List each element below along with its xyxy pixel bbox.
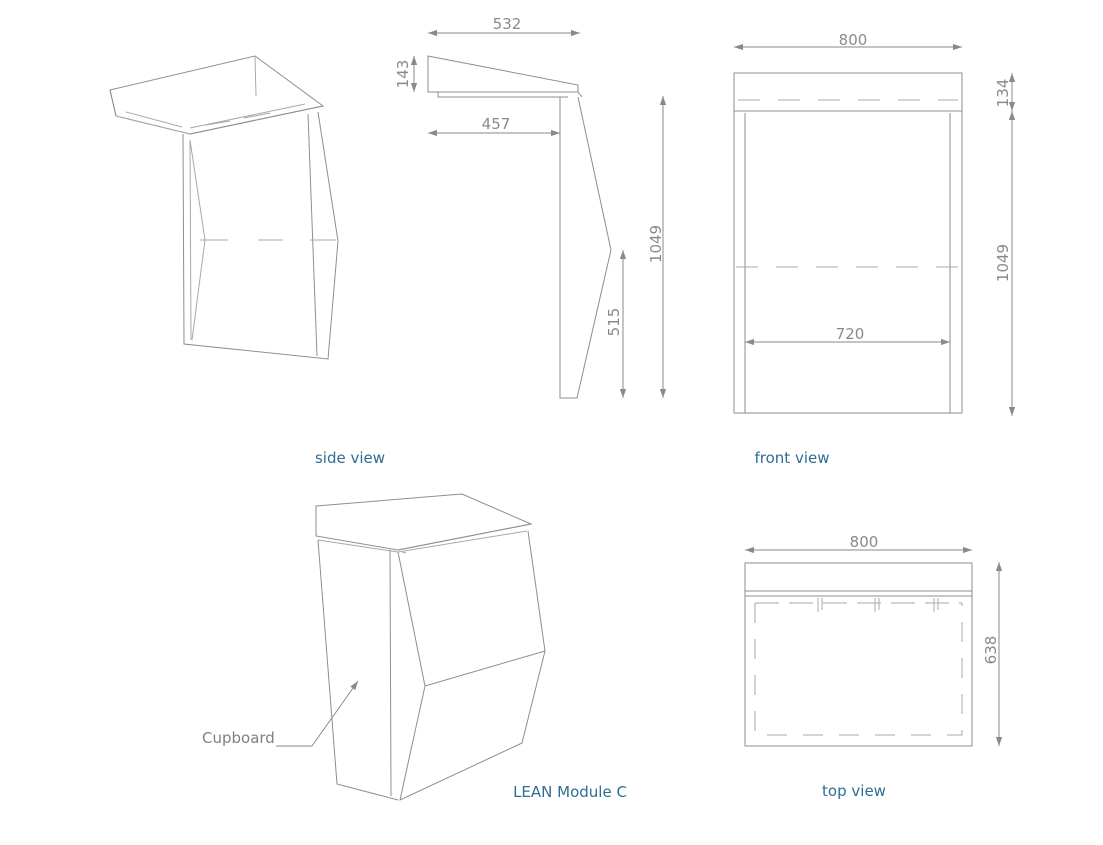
cupboard-leader — [276, 680, 359, 747]
dim-front-top-height: 134 — [994, 79, 1012, 108]
dim-front-inner-width: 720 — [836, 325, 865, 343]
dim-side-body-depth: 457 — [482, 115, 511, 133]
dim-front-width: 800 — [839, 31, 868, 49]
module-perspective-drawing — [315, 493, 546, 801]
side-view-dimensions — [410, 29, 667, 398]
dim-side-top-height: 143 — [394, 60, 412, 89]
caption-top-view: top view — [822, 782, 886, 800]
dim-side-total-depth: 532 — [493, 15, 522, 33]
dim-top-depth: 638 — [982, 636, 1000, 665]
top-view-dimensions — [745, 546, 1003, 746]
caption-side-view: side view — [315, 449, 385, 467]
dim-side-total-height: 1049 — [647, 225, 665, 263]
front-view-dimensions — [734, 43, 1016, 416]
dim-front-height: 1049 — [994, 244, 1012, 282]
side-view-drawing — [427, 55, 612, 399]
front-view-drawing — [733, 72, 963, 414]
caption-front-view: front view — [755, 449, 830, 467]
callout-cupboard: Cupboard — [202, 729, 275, 747]
caption-module: LEAN Module C — [513, 783, 627, 801]
dim-top-width: 800 — [850, 533, 879, 551]
dim-side-lower-height: 515 — [605, 308, 623, 337]
isometric-view-top — [109, 55, 339, 360]
top-view-drawing — [744, 562, 973, 747]
